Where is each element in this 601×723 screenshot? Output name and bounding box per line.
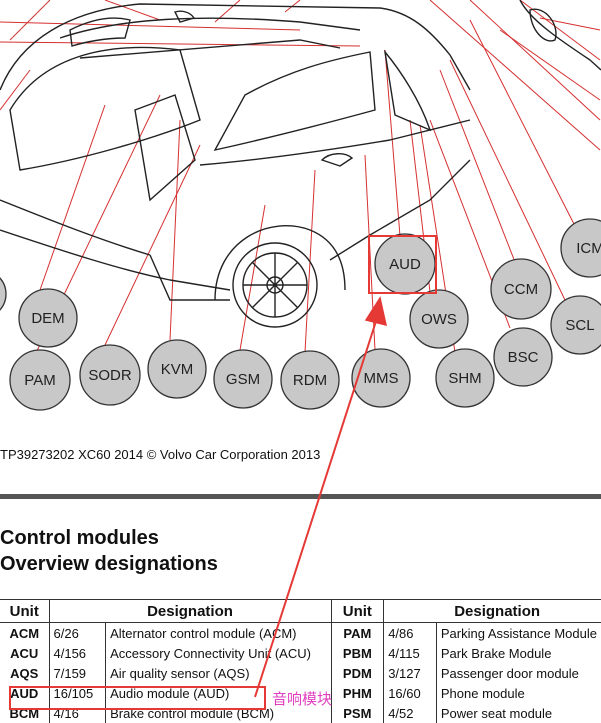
module-label-icm: ICM [576, 240, 601, 257]
module-bubble-kvm: KVM [147, 339, 207, 399]
module-bubble-gsm: GSM [213, 349, 273, 409]
section-title-line1: Control modules [0, 527, 159, 549]
car-outline [0, 0, 601, 328]
header-designation-left: Designation [48, 599, 332, 623]
unit-cell: PAM [330, 622, 384, 643]
designation-cell: Accessory Connectivity Unit (ACU) [105, 643, 332, 663]
designation-cell: Parking Assistance Module [435, 622, 601, 643]
module-bubble-ows: OWS [409, 289, 469, 349]
vehicle-module-diagram: AUD OWS CCM BSC SHM SCL ICM DEM [0, 0, 601, 411]
unit-cell: AUD [10, 685, 39, 701]
module-label-aud: AUD [389, 256, 421, 273]
designation-cell: Park Brake Module [435, 643, 601, 663]
designation-cell: Power seat module [435, 703, 601, 723]
designation-cell: Phone module [435, 683, 601, 703]
section-title: Control modules Overview designations [0, 525, 218, 577]
header-designation-right: Designation [383, 599, 601, 623]
module-bubbles: AUD OWS CCM BSC SHM SCL ICM DEM [0, 218, 601, 411]
ref-cell: 3/127 [383, 663, 437, 683]
module-bubble-ccm: CCM [490, 258, 552, 320]
table-header-row: Unit Designation Unit Designation [0, 599, 601, 623]
ref-cell: 4/115 [383, 643, 437, 663]
annotation-note: 音响模块 [272, 690, 333, 708]
unit-cell: PSM [330, 703, 384, 723]
module-label-mms: MMS [364, 370, 399, 387]
table-row: ACM 6/26 Alternator control module (ACM)… [0, 622, 601, 643]
ref-cell: 4/52 [383, 703, 437, 723]
module-label-shm: SHM [448, 370, 481, 387]
ref-cell: 7/159 [48, 663, 106, 683]
module-label-dem: DEM [31, 310, 64, 327]
designation-cell: Alternator control module (ACM) [105, 622, 332, 643]
module-label-gsm: GSM [226, 371, 260, 388]
module-bubble-bsc: BSC [493, 327, 553, 387]
designation-cell: Passenger door module [435, 663, 601, 683]
module-label-pam: PAM [24, 372, 55, 389]
module-bubble-dem: DEM [18, 288, 78, 348]
table-row: AQS 7/159 Air quality sensor (AQS) PDM 3… [0, 663, 601, 683]
module-bubble-aud: AUD [374, 233, 436, 295]
module-label-scl: SCL [565, 317, 594, 334]
module-bubble-pam: PAM [9, 349, 71, 411]
unit-cell: BCM [9, 705, 40, 721]
module-label-sodr: SODR [88, 367, 132, 384]
module-bubble-icm: ICM [560, 218, 601, 278]
section-title-line2: Overview designations [0, 553, 218, 575]
ref-cell: 16/105 [48, 683, 106, 703]
ref-cell: 16/60 [383, 683, 437, 703]
module-bubble-shm: SHM [435, 348, 495, 408]
unit-cell: PDM [330, 663, 384, 683]
unit-cell: ACU [10, 645, 39, 661]
header-unit-right: Unit [330, 599, 384, 623]
unit-cell: PBM [330, 643, 384, 663]
ref-cell: 4/156 [48, 643, 106, 663]
module-bubble-sodr: SODR [79, 344, 141, 406]
section-divider [0, 494, 601, 499]
unit-cell: ACM [9, 625, 40, 641]
module-bubble-partial [0, 277, 7, 311]
module-label-bsc: BSC [508, 349, 539, 366]
module-label-rdm: RDM [293, 372, 327, 389]
module-bubble-mms: MMS [351, 348, 411, 408]
module-label-ccm: CCM [504, 281, 538, 298]
module-label-kvm: KVM [161, 361, 194, 378]
figure-caption: TP39273202 XC60 2014 © Volvo Car Corpora… [0, 447, 321, 462]
table-row: ACU 4/156 Accessory Connectivity Unit (A… [0, 643, 601, 663]
module-bubble-rdm: RDM [280, 350, 340, 410]
unit-cell: PHM [330, 683, 384, 703]
designation-cell: Air quality sensor (AQS) [105, 663, 332, 683]
header-unit-left: Unit [0, 599, 49, 623]
module-bubble-scl: SCL [550, 295, 601, 355]
ref-cell: 6/26 [48, 622, 106, 643]
ref-cell: 4/86 [383, 622, 437, 643]
module-label-ows: OWS [421, 311, 457, 328]
unit-cell: AQS [10, 665, 39, 681]
ref-cell: 4/16 [48, 703, 106, 723]
